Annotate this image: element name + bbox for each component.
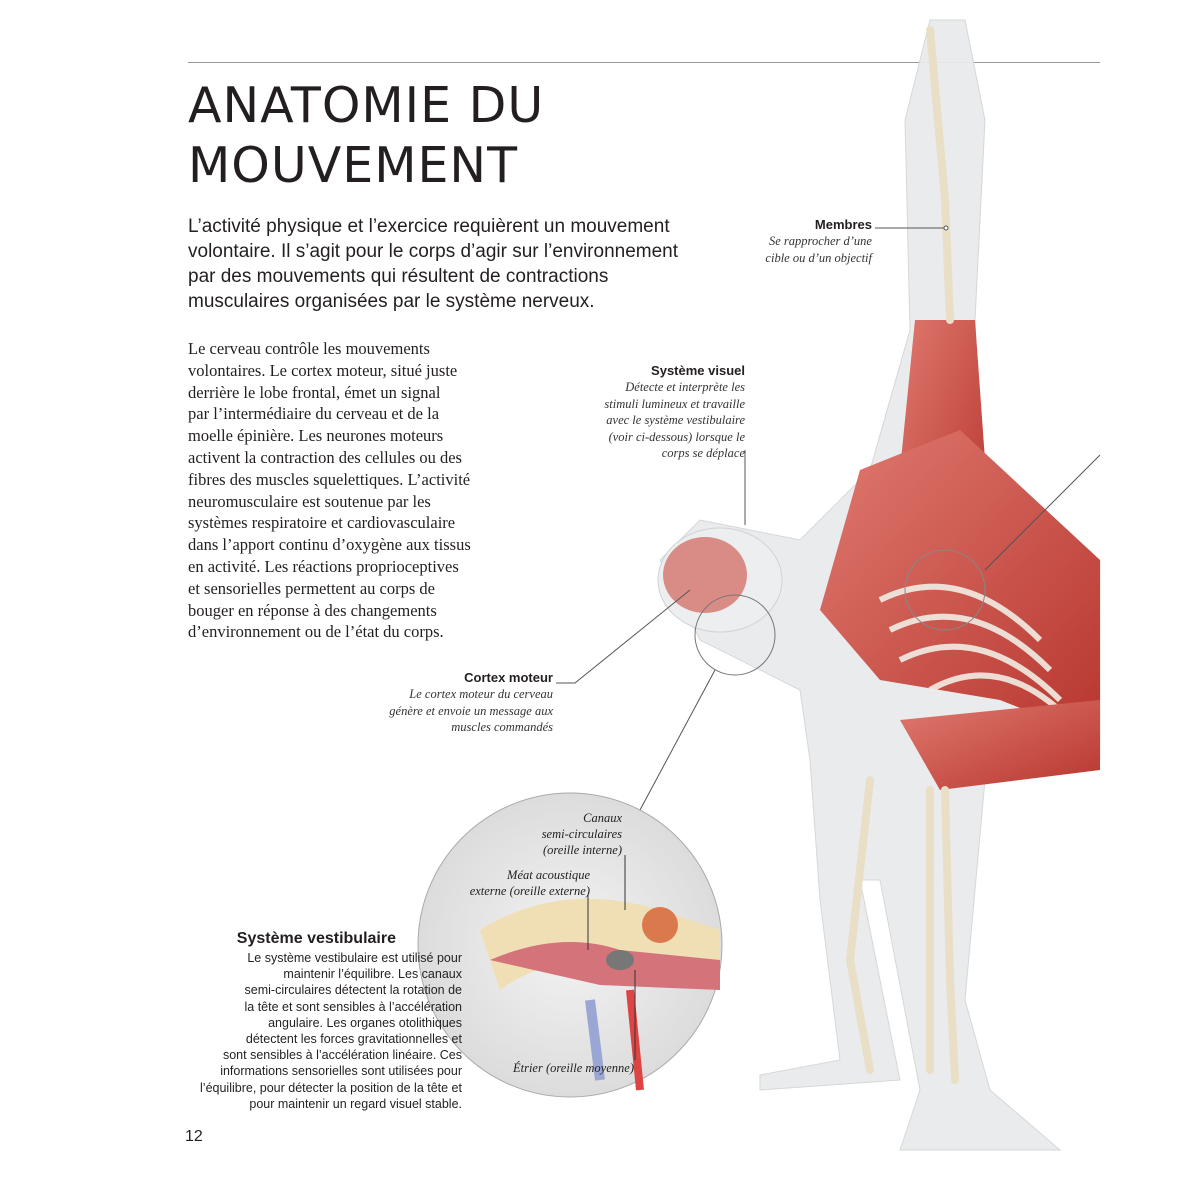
vestibulaire-line: Le système vestibulaire est utilisé pour <box>247 951 462 965</box>
vestibulaire-body: Le système vestibulaire est utilisé pour… <box>150 950 462 1112</box>
lead-line: volontaire. Il s’agit pour le corps d’ag… <box>188 241 679 262</box>
vestibulaire-line: pour maintenir un regard visuel stable. <box>249 1096 462 1111</box>
body-line: neuromusculaire est soutenue par les <box>188 491 431 511</box>
body-line: volontaires. Le cortex moteur, situé jus… <box>188 360 458 380</box>
label-caption: Le cortex moteur du cerveau <box>409 687 553 701</box>
ear-caption: Méat acoustique <box>507 868 590 882</box>
lead-line: L’activité physique et l’exercice requiè… <box>188 216 670 237</box>
label-cortex-moteur: Cortex moteur Le cortex moteur du cervea… <box>389 670 553 736</box>
title-line: MOUVEMENT <box>188 137 519 194</box>
body-line: fibres des muscles squelettiques. L’acti… <box>188 469 471 489</box>
vestibulaire-line: l’équilibre, pour détecter la position d… <box>200 1080 462 1095</box>
label-title: Cortex moteur <box>464 670 553 685</box>
vestibulaire-line: la tête et sont sensibles à l’accélérati… <box>244 999 463 1014</box>
brain <box>663 537 747 613</box>
vestibulaire-line: informations sensorielles sont utilisées… <box>220 1064 462 1079</box>
body-line: et sensorielles permettent au corps de <box>188 578 435 598</box>
torso-muscles <box>820 430 1100 740</box>
label-caption: muscles commandés <box>451 720 553 734</box>
body-paragraph: Le cerveau contrôle les mouvements volon… <box>188 338 471 643</box>
ear-label-canaux: Canaux semi-circulaires (oreille interne… <box>542 810 622 858</box>
label-caption: Se rapprocher d’une <box>769 234 872 248</box>
vestibulaire-line: semi-circulaires détectent la rotation d… <box>244 983 462 998</box>
ear-caption: semi-circulaires <box>541 827 622 841</box>
label-caption: génère et envoie un message aux <box>389 703 553 718</box>
lead-paragraph: L’activité physique et l’exercice requiè… <box>188 214 678 314</box>
vestibulaire-line: sont sensibles à l’accélération linéaire… <box>222 1048 462 1063</box>
body-line: moelle épinière. Les neurones moteurs <box>188 426 444 446</box>
thigh-muscles <box>900 700 1100 790</box>
body-line: systèmes respiratoire et cardiovasculair… <box>188 513 456 533</box>
body-line: Le cerveau contrôle les mouvements <box>188 339 430 358</box>
vestibulaire-line: détectent les forces gravitationnelles e… <box>245 1032 462 1047</box>
body-line: en activité. Les réactions proprioceptiv… <box>188 556 459 576</box>
body-line: dans l’apport continu d’oxygène aux tiss… <box>188 535 471 555</box>
vestibulaire-line: angulaire. Les organes otolithiques <box>268 1015 462 1030</box>
chest-callout-circle <box>904 549 986 631</box>
label-systeme-visuel: Système visuel Détecte et interprète les… <box>604 363 745 462</box>
ear-label-etrier: Étrier (oreille moyenne) <box>512 1061 634 1075</box>
label-title: Membres <box>814 217 872 232</box>
label-caption: (voir ci-dessous) lorsque le <box>608 429 745 444</box>
body-line: d’environnement ou de l’état du corps. <box>188 622 444 642</box>
ear-label-meat: Méat acoustique externe (oreille externe… <box>470 867 590 899</box>
body-line: activent la contraction des cellules ou … <box>188 447 462 467</box>
vestibulaire-title: Système vestibulaire <box>236 930 396 947</box>
label-caption: avec le système vestibulaire <box>606 413 745 427</box>
vestibulaire-line: maintenir l’équilibre. Les canaux <box>283 967 462 982</box>
page-number: 12 <box>185 1128 203 1145</box>
leg-bones <box>845 26 959 1084</box>
label-caption: stimuli lumineux et travaille <box>604 396 745 411</box>
ear-caption: externe (oreille externe) <box>469 884 590 898</box>
lead-line: musculaires organisées par le système ne… <box>188 291 595 312</box>
ear-caption: (oreille interne) <box>542 843 622 857</box>
page-title: ANATOMIE DU MOUVEMENT <box>188 76 544 196</box>
ear-callout-circle <box>694 594 776 676</box>
label-caption: Détecte et interprète les <box>625 380 745 394</box>
lead-line: par des mouvements qui résultent de cont… <box>188 266 609 287</box>
title-line: ANATOMIE DU <box>188 77 545 134</box>
ear-caption: Canaux <box>583 811 622 825</box>
label-title: Système visuel <box>651 363 745 378</box>
label-caption: corps se déplace <box>661 446 745 460</box>
label-caption: cible ou d’un objectif <box>765 250 872 265</box>
ear-detail <box>417 792 723 1098</box>
header-rule <box>188 62 1100 63</box>
body-line: derrière le lobe frontal, émet un signal <box>188 382 441 402</box>
label-membres: Membres Se rapprocher d’une cible ou d’u… <box>765 217 872 266</box>
body-line: bouger en réponse à des changements <box>188 600 437 620</box>
body-line: par l’intermédiaire du cerveau et de la <box>188 404 440 424</box>
